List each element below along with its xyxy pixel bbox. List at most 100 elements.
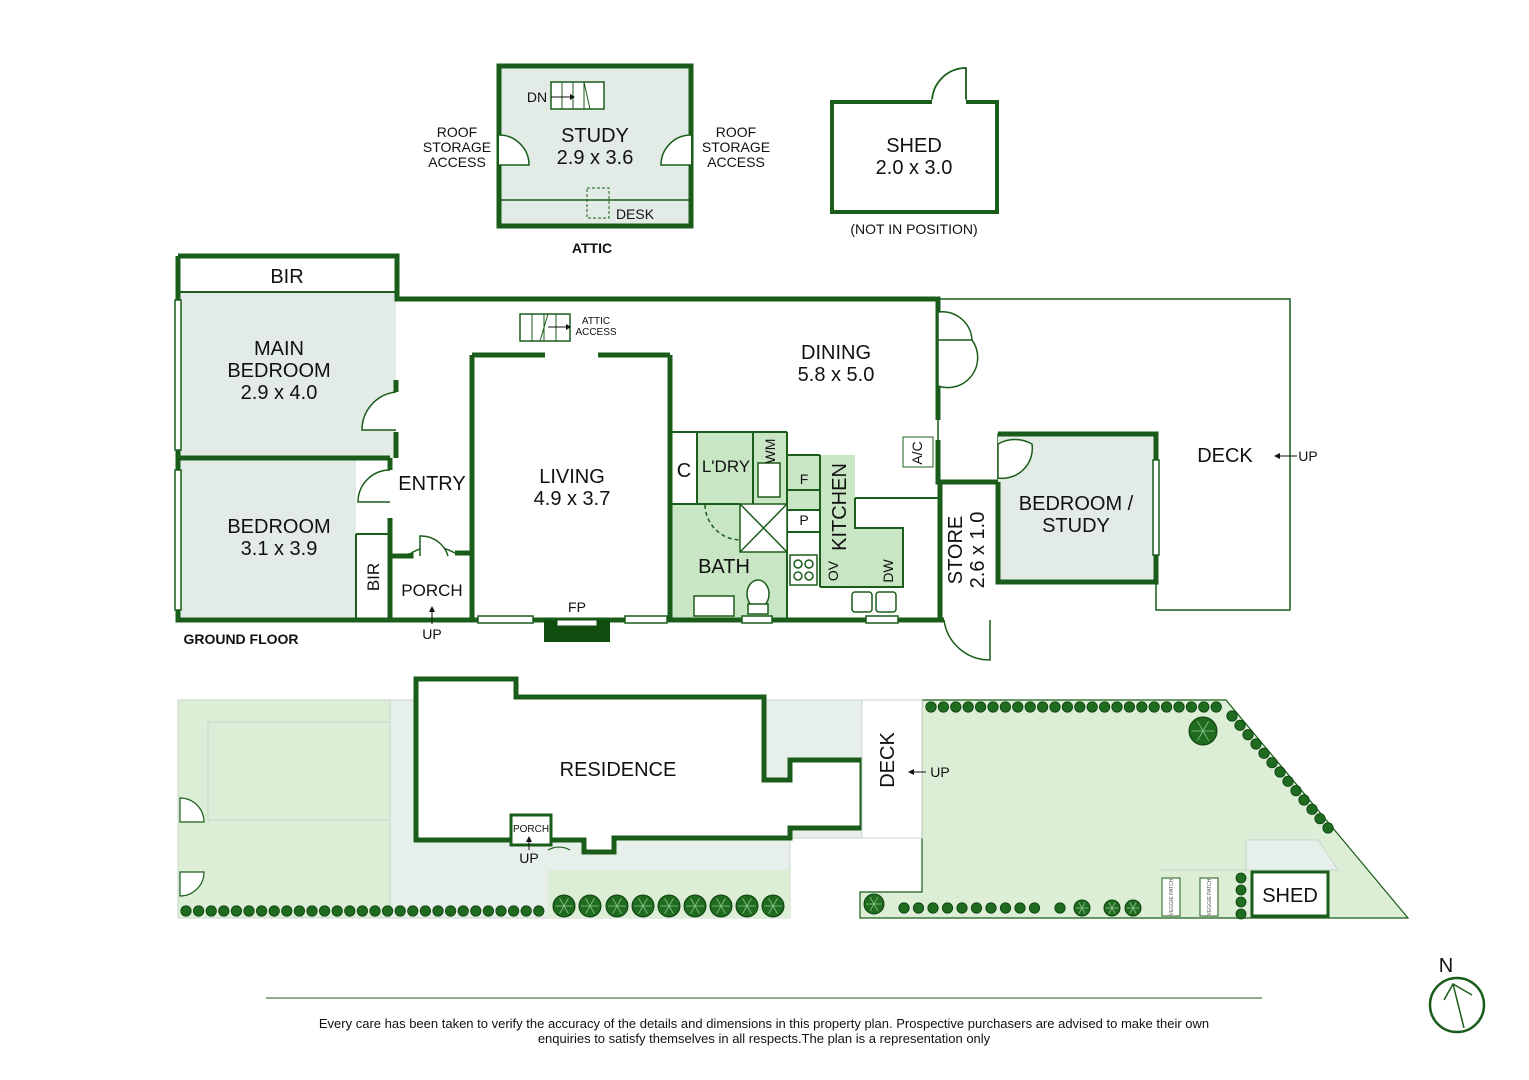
ground-floor-windows (174, 299, 1160, 624)
hedge-shrub (1274, 766, 1286, 778)
pantry-label: P (799, 512, 808, 528)
tree-icon (1124, 899, 1142, 917)
hedge-shrub (432, 905, 444, 917)
hedge-shrub (205, 905, 217, 917)
hedge-shrub (1210, 701, 1222, 713)
bir-side-room (356, 534, 390, 618)
kitchen-label: KITCHEN (829, 463, 851, 551)
hedge-shrub (444, 905, 457, 917)
hedge-shrub (987, 701, 999, 713)
tree-icon (709, 894, 733, 918)
hedge-shrub (281, 905, 293, 917)
hedge-shrub (1037, 701, 1049, 713)
shed-note: (NOT IN POSITION) (850, 221, 977, 237)
hedge-shrub (1242, 729, 1254, 741)
tree-icon (863, 893, 885, 915)
attic-access-label-1: ATTIC (582, 316, 610, 327)
hedge-shrub (306, 905, 318, 917)
hedge-shrub (1024, 701, 1036, 713)
hedge-shrub (1198, 701, 1210, 713)
hedge-shrub (356, 905, 368, 917)
hedge-shrub (1322, 822, 1334, 834)
hedge-shrub (407, 905, 419, 917)
main-bedroom-label-2: BEDROOM (227, 360, 330, 382)
hedge-shrub (974, 701, 987, 713)
hedge-shrub (1250, 738, 1262, 750)
hedge-shrub (925, 701, 937, 713)
dining-label: DINING (801, 342, 871, 364)
hedge-shrub (1049, 701, 1061, 713)
oven-label: OV (825, 560, 841, 581)
main-bedroom-room (178, 292, 396, 458)
tree-icon (631, 894, 655, 918)
cupboard-label: C (677, 460, 691, 482)
hedge-shrub (1235, 896, 1247, 908)
tree-icon (552, 894, 576, 918)
store-dims: 2.6 x 1.0 (967, 512, 989, 589)
site-plan: RESIDENCE PORCH UP DECK UP VEGGIE PATCH … (177, 676, 1410, 920)
hedge-shrub (507, 905, 520, 917)
ground-floor-interior-walls (178, 291, 938, 618)
hedge-shrub (218, 905, 230, 917)
hedge-shrub (1012, 701, 1024, 713)
roof-left-line1: ROOF (437, 124, 477, 140)
porch-up-label: UP (422, 626, 441, 642)
hedge-shrub (193, 905, 205, 917)
roof-access-left-door (498, 134, 530, 166)
site-shed-label: SHED (1262, 885, 1318, 907)
hedge-shrub (941, 902, 954, 914)
hedge-shrub (898, 902, 910, 914)
tree-icon (1188, 716, 1218, 746)
site-trees (552, 716, 1218, 918)
hedge-shrub (1136, 701, 1148, 713)
hedge-shrub (1173, 701, 1185, 713)
hedge-shrub (381, 905, 394, 917)
hedge-shrub (1314, 813, 1326, 825)
tree-icon (657, 894, 681, 918)
bedroom-study-label-1: BEDROOM / (1019, 493, 1134, 515)
veggie-patch-1-label: VEGGIE PATCH (1169, 878, 1175, 915)
main-bedroom-dims: 2.9 x 4.0 (241, 382, 318, 404)
roof-left-line3: ACCESS (428, 154, 486, 170)
site-porch-up-label: UP (519, 850, 538, 866)
veggie-patch-2-label: VEGGIE PATCH (1207, 878, 1213, 915)
shed-plan: SHED 2.0 x 3.0 (NOT IN POSITION) (830, 67, 999, 237)
bedroom-study-label-2: STUDY (1042, 515, 1110, 537)
north-arrow: N (1428, 955, 1486, 1034)
hedge-shrub (1235, 908, 1247, 920)
tree-icon (578, 894, 602, 918)
hedge-shrub (999, 701, 1012, 713)
roof-access-right-door (660, 134, 692, 166)
ground-floor-plan: BIR MAIN BEDROOM 2.9 x 4.0 BEDROOM 3.1 x… (174, 253, 1318, 661)
hedge-shrub (419, 905, 431, 917)
tree-icon (761, 894, 785, 918)
shed-name: SHED (886, 135, 942, 157)
hedge-shrub (268, 905, 280, 917)
hedge-shrub (1266, 757, 1278, 769)
site-residence-label: RESIDENCE (560, 759, 677, 781)
ground-floor-doors (357, 310, 1034, 661)
hedge-shrub (937, 701, 950, 713)
hedge-shrub (1061, 701, 1074, 713)
veggie-patch-1 (1161, 877, 1181, 917)
hedge-shrub (293, 905, 305, 917)
hedge-shrub (1306, 803, 1318, 815)
bath-fixtures (693, 462, 897, 617)
hedge-shrub (1099, 701, 1111, 713)
living-dims: 4.9 x 3.7 (534, 488, 611, 510)
tree-icon (1103, 899, 1121, 917)
hedge-shrub (956, 902, 968, 914)
hedge-shrub (985, 902, 997, 914)
site-porch-label: PORCH (513, 824, 549, 835)
shed-door (931, 67, 967, 103)
disclaimer-line-2: enquiries to satisfy themselves in all r… (538, 1031, 991, 1046)
shed-dims: 2.0 x 3.0 (876, 157, 953, 179)
dishwasher-label: DW (880, 559, 896, 583)
living-label: LIVING (539, 466, 605, 488)
hedge-shrub (962, 701, 974, 713)
porch-label: PORCH (401, 581, 462, 600)
hedge-shrub (970, 902, 983, 914)
hedge-shrub (230, 905, 242, 917)
bedroom-label: BEDROOM (227, 516, 330, 538)
